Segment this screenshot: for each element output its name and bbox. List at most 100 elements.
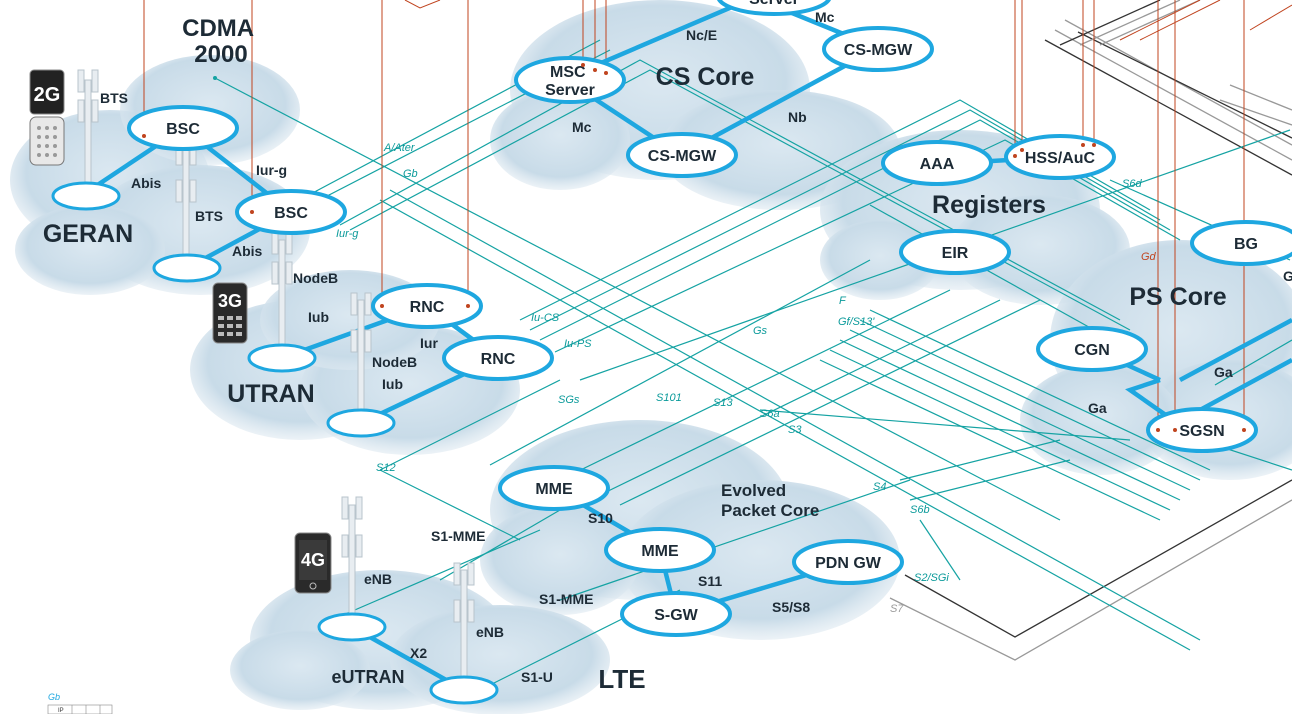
abis-label-1: Abis <box>131 175 162 191</box>
enb-base-1[interactable] <box>317 612 387 642</box>
node-mme-2[interactable]: MME <box>604 527 716 573</box>
iu-cs-label: Iu-CS <box>531 312 560 324</box>
bts-label-2: BTS <box>195 208 223 224</box>
svg-text:RNC: RNC <box>481 351 516 368</box>
enb-base-2[interactable] <box>429 675 499 705</box>
bts-base-2[interactable] <box>152 253 222 283</box>
svg-text:CGN: CGN <box>1074 342 1110 359</box>
svg-text:S-GW: S-GW <box>654 607 698 624</box>
s13-label: S13 <box>713 397 733 409</box>
gf-s13-label: Gf/S13' <box>838 316 875 328</box>
s10-label: S10 <box>588 510 613 526</box>
enb-label-1: eNB <box>364 571 392 587</box>
abis-label-2: Abis <box>232 243 263 259</box>
s1-mme-label-2: S1-MME <box>539 591 593 607</box>
nodeb-tower-1 <box>271 231 293 361</box>
msc-server-label: MSC Server <box>545 64 595 99</box>
svg-text:MME: MME <box>641 543 679 560</box>
node-hss-auc[interactable]: HSS/AuC <box>1004 134 1116 180</box>
svg-text:Server: Server <box>749 0 799 8</box>
svg-text:EIR: EIR <box>942 245 969 262</box>
bts-tower-1 <box>77 69 99 201</box>
node-bsc-1[interactable]: BSC <box>127 105 239 151</box>
node-s-gw[interactable]: S-GW <box>620 591 732 637</box>
drop-lines <box>143 0 1292 430</box>
enb-label-2: eNB <box>476 624 504 640</box>
msc-line1: MSC <box>550 64 586 81</box>
node-bg[interactable]: BG <box>1190 220 1292 266</box>
utran-title: UTRAN <box>227 380 315 408</box>
bts-base-1[interactable] <box>51 181 121 211</box>
s6d-label: S6d <box>1122 178 1142 190</box>
drop-dots <box>142 63 1246 432</box>
legend: Gb IP <box>47 692 113 714</box>
svg-text:CS-MGW: CS-MGW <box>844 42 913 59</box>
svg-text:SGSN: SGSN <box>1179 423 1224 440</box>
node-sgsn[interactable]: SGSN <box>1146 407 1258 453</box>
sgs-label: SGs <box>558 394 580 406</box>
node-cs-mgw-mid[interactable]: CS-MGW <box>626 132 738 178</box>
node-msc-server[interactable]: MSC Server <box>514 56 626 104</box>
node-eir[interactable]: EIR <box>899 229 1011 275</box>
registers-title: Registers <box>932 191 1046 219</box>
phone-2g-keypad-icon <box>29 116 65 166</box>
svg-text:CS-MGW: CS-MGW <box>648 148 717 165</box>
s6b-label: S6b <box>910 504 930 516</box>
msc-line2: Server <box>545 82 595 99</box>
geran-title: GERAN <box>43 220 133 248</box>
cdma-title: CDMA 2000 <box>182 15 260 68</box>
node-bsc-2[interactable]: BSC <box>235 189 347 235</box>
phone-2g-label: 2G <box>34 84 61 106</box>
epc-line1: Evolved <box>721 481 786 500</box>
phone-4g-label: 4G <box>301 550 325 570</box>
interface-labels: A/Ater Gb Iur-g Iu-CS Iu-PS SGs S101 S13… <box>336 142 1292 615</box>
eutran-title: eUTRAN <box>331 667 404 687</box>
f-label: F <box>839 295 847 307</box>
nodes-layer: Server MSC Server CS-MGW CS-MGW BSC BSC <box>127 0 1292 637</box>
x2-label: X2 <box>410 645 427 661</box>
phone-3g: 3G <box>212 282 248 344</box>
phone-3g-label: 3G <box>218 291 242 311</box>
node-aaa[interactable]: AAA <box>881 140 993 186</box>
cloud-titles: CDMA 2000 GERAN UTRAN CS Core Registers … <box>43 15 1227 694</box>
mc-mid-label: Mc <box>572 119 592 135</box>
nodeb-base-1[interactable] <box>247 343 317 373</box>
bts-label-1: BTS <box>100 90 128 106</box>
epc-line2: Packet Core <box>721 501 819 520</box>
svg-text:BSC: BSC <box>274 205 308 222</box>
nc-e-label: Nc/E <box>686 27 717 43</box>
link-labels: Nc/E Mc Mc Nb Abis Abis Iur-g Iub Iub Iu… <box>131 9 1233 685</box>
epc-title: Evolved Packet Core <box>721 481 819 520</box>
svg-text:BG: BG <box>1234 236 1258 253</box>
s3-label: S3 <box>788 424 802 436</box>
s12-label: S12 <box>376 462 396 474</box>
s4-label: S4 <box>873 481 886 493</box>
ga-label-1: Ga <box>1214 364 1233 380</box>
s1-mme-label-1: S1-MME <box>431 528 485 544</box>
node-server-top[interactable]: Server <box>717 0 831 16</box>
svg-text:RNC: RNC <box>410 299 445 316</box>
nodeb-label-2: NodeB <box>372 354 417 370</box>
site-labels: BTS BTS NodeB NodeB eNB eNB <box>100 90 504 640</box>
svg-text:BSC: BSC <box>166 121 200 138</box>
iur-g-label: Iur-g <box>256 162 287 178</box>
node-mme-1[interactable]: MME <box>498 465 610 511</box>
node-pdn-gw[interactable]: PDN GW <box>792 539 904 585</box>
svg-text:PDN GW: PDN GW <box>815 555 882 572</box>
towers <box>77 69 475 693</box>
s1-u-label: S1-U <box>521 669 553 685</box>
node-cs-mgw-top[interactable]: CS-MGW <box>822 26 934 72</box>
enb-tower-1 <box>341 496 363 631</box>
nodeb-base-2[interactable] <box>326 408 396 438</box>
svg-text:MME: MME <box>535 481 573 498</box>
node-cgn[interactable]: CGN <box>1036 326 1148 372</box>
ga-label-2: Ga <box>1088 400 1107 416</box>
s11-label: S11 <box>698 573 722 589</box>
node-rnc-1[interactable]: RNC <box>371 283 483 329</box>
node-rnc-2[interactable]: RNC <box>442 335 554 381</box>
tower-bases <box>51 181 499 705</box>
s6a-label: S6a <box>760 408 780 420</box>
svg-text:HSS/AuC: HSS/AuC <box>1025 150 1096 167</box>
phone-4g: 4G <box>294 532 332 594</box>
